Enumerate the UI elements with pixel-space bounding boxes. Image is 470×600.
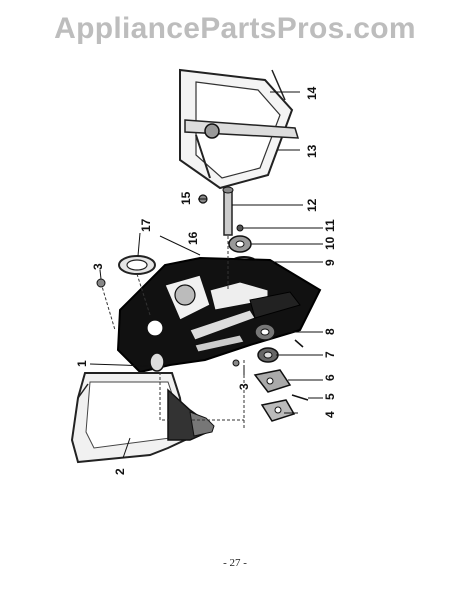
callout-1: 1 [75, 360, 89, 367]
part-pin [291, 394, 309, 401]
part-motor-cover [70, 372, 215, 464]
callout-11: 11 [323, 219, 337, 232]
part-gear [254, 323, 276, 341]
callout-6: 6 [323, 374, 337, 381]
part-screw [232, 359, 240, 367]
callout-10: 10 [323, 236, 337, 250]
callout-3-bottom: 3 [237, 383, 251, 390]
part-gasket [118, 255, 156, 275]
callout-17: 17 [139, 218, 153, 232]
part-bearing [257, 339, 304, 363]
callout-4: 4 [323, 411, 337, 418]
callout-8: 8 [323, 328, 337, 335]
callout-2: 2 [113, 468, 127, 475]
part-knob [260, 399, 296, 422]
page-number: - 27 - [223, 557, 247, 569]
part-bracket [253, 369, 292, 393]
part-shaft [222, 186, 234, 236]
callout-9: 9 [323, 259, 337, 266]
callout-12: 12 [305, 198, 319, 212]
callout-7: 7 [323, 351, 337, 358]
part-screw [96, 278, 106, 288]
callout-14: 14 [305, 86, 319, 100]
callout-13: 13 [305, 144, 319, 158]
callout-15: 15 [179, 191, 193, 205]
callout-leaders [89, 91, 323, 459]
callout-3-top: 3 [91, 263, 105, 270]
part-housing [116, 256, 322, 374]
callout-16: 16 [186, 231, 200, 245]
watermark-text: AppliancePartsPros.com [54, 12, 416, 45]
callout-5: 5 [323, 393, 337, 400]
part-hood [179, 68, 300, 190]
